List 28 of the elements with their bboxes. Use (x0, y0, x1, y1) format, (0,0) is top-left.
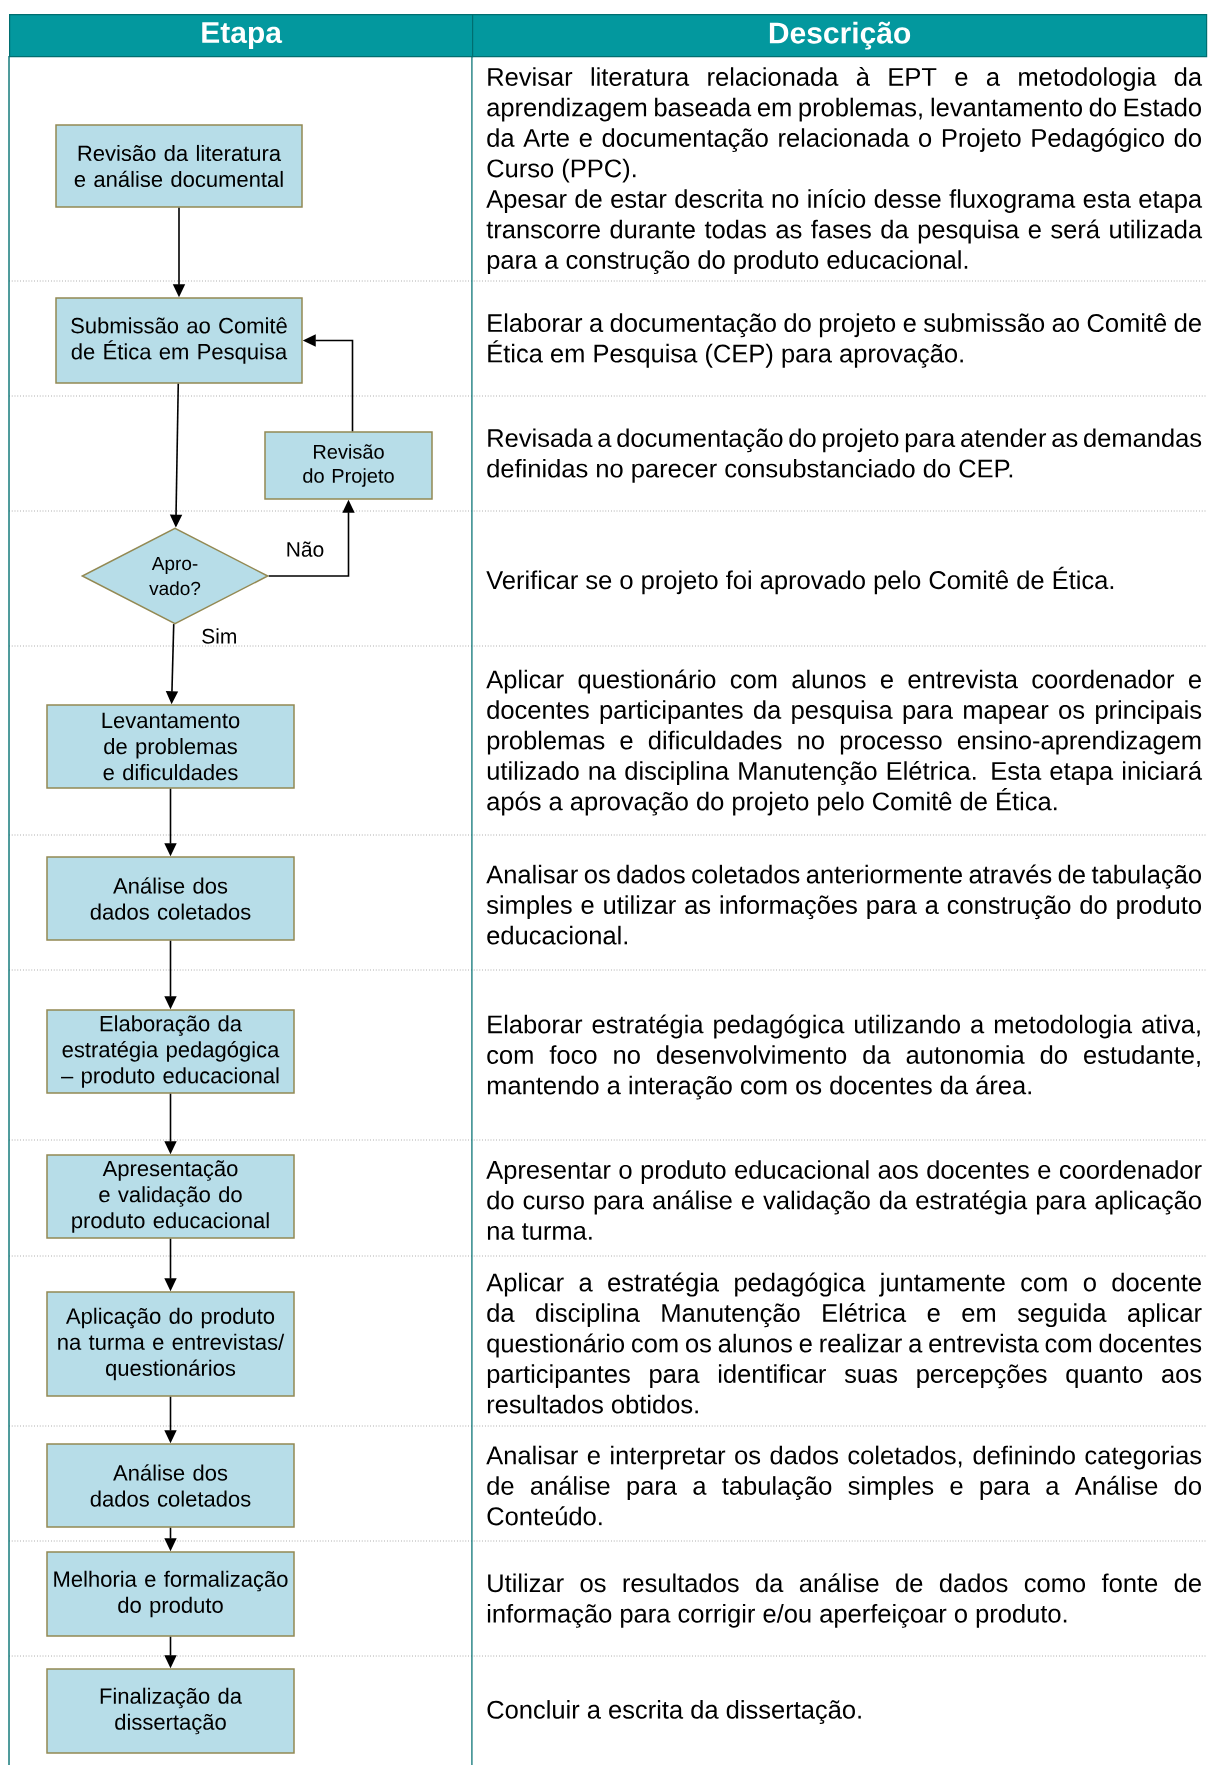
description-text: Aplicar questionário com alunos e entrevista coordenador e docentes participantes da pesquisa para mapear os principais problemas e dificuldades no processo ensino-aprendizagem utilizado na disciplina Manutenção Elétrica. Esta etapa iniciará após a aprovação do projeto pelo Comitê de Ética. (486, 669, 1203, 816)
description-text: Analisar os dados coletados anteriormente através de tabulação simples e utilizar as informações para a construção do produto educacional. (486, 864, 1201, 945)
process-box: Análise dos dados coletados (46, 1443, 295, 1528)
description-text: Utilizar os resultados da análise de dados como fonte de informação para corrigir e/ou aperfeiçoar o produto. (487, 1573, 1201, 1628)
edge-label: Não (287, 541, 324, 557)
process-box: Finalização da dissertação (46, 1668, 295, 1754)
description-text: Aplicar a estratégia pedagógica juntamente com o docente da disciplina Manutenção Elétrica e em seguida aplicar questionário com os alunos e realizar a entrevista com docentes participantes para identificar suas percepções quanto aos resultados obtidos. (486, 1272, 1202, 1414)
description-text: Elaborar a documentação do projeto e submissão ao Comitê de Ética em Pesquisa (CEP) para aprovação. (488, 313, 1201, 368)
description-text: Verificar se o projeto foi aprovado pelo Comitê de Ética. (486, 566, 1114, 595)
edge-label: Sim (202, 628, 236, 644)
process-box: Revisão do Projeto (264, 431, 433, 500)
description-text: Revisada a documentação do projeto para atender as demandas definidas no parecer consubstanciado do CEP. (487, 428, 1202, 483)
header-cell: Etapa (9, 14, 474, 58)
process-box: Submissão ao Comitê de Ética em Pesquisa (55, 297, 303, 384)
process-box: Levantamento de problemas e dificuldades (46, 704, 295, 789)
process-box: Revisão da literatura e análise documental (55, 124, 303, 208)
process-box: Aplicação do produto na turma e entrevistas/ questionários (46, 1291, 295, 1397)
process-box: Melhoria e formalização do produto (46, 1551, 295, 1637)
description-text: Concluir a escrita da dissertação. (487, 1700, 861, 1724)
process-box: Apresentação e validação do produto educacional (46, 1154, 295, 1239)
header-cell: Descrição (472, 14, 1208, 58)
description-text: Elaborar estratégia pedagógica utilizando a metodologia ativa, com foco no desenvolvimento da autonomia do estudante, mantendo a interação com os docentes da área. (487, 1014, 1200, 1100)
description-text: Analisar e interpretar os dados coletados, definindo categorias de análise para a tabulação simples e para a Análise do Conteúdo. (486, 1445, 1202, 1526)
process-box: Elaboração da estratégia pedagógica – produto educacional (46, 1009, 295, 1094)
description-text: Apresentar o produto educacional aos docentes e coordenador do curso para análise e validação da estratégia para aplicação na turma. (486, 1160, 1202, 1240)
description-text: Apesar de estar descrita no início desse fluxograma esta etapa transcorre durante todas as fases da pesquisa e será utilizada para a construção do produto educacional. (486, 188, 1203, 275)
description-text: Revisar literatura relacionada à EPT e a metodologia da aprendizagem baseada em problemas, levantamento do Estado da Arte e documentação relacionada o Projeto Pedagógico do Curso (PPC). (487, 66, 1203, 183)
process-box: Análise dos dados coletados (46, 856, 295, 941)
